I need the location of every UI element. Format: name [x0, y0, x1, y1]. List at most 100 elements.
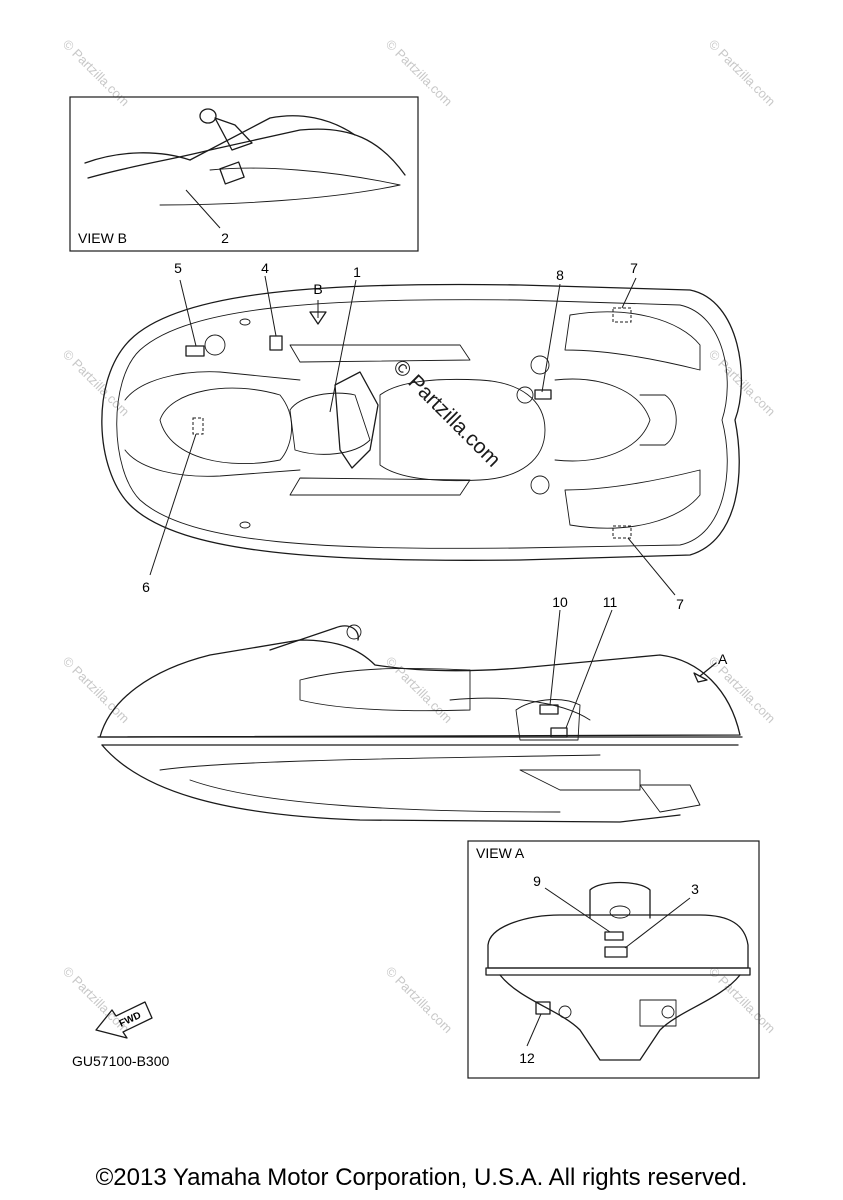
view-b-label: VIEW B — [78, 230, 127, 246]
callout-leader — [179, 279, 197, 347]
copyright-notice: ©2013 Yamaha Motor Corporation, U.S.A. A… — [95, 1164, 748, 1191]
platform-top — [564, 311, 701, 371]
label-3-patch — [604, 946, 628, 958]
fwd-arrow-shape — [95, 1001, 153, 1039]
watermark-text: © Partzilla.com — [706, 37, 779, 110]
callout-6: 6 — [142, 579, 150, 595]
label-11-patch — [550, 727, 568, 738]
callout-11: 11 — [603, 594, 618, 610]
jet-pump — [639, 784, 701, 813]
seat-latch — [609, 905, 631, 919]
handlebar-end — [199, 108, 217, 124]
footwell-top — [289, 344, 471, 363]
drain-plug — [558, 1005, 572, 1019]
watermark-text: © Partzilla.com — [60, 654, 133, 727]
drain-plug — [661, 1005, 675, 1019]
callout-leader — [565, 609, 613, 729]
callout-leader — [544, 887, 611, 933]
hull-line — [189, 115, 356, 161]
vent — [239, 318, 251, 326]
callout-leader — [549, 609, 561, 706]
diagram-code: GU57100-B300 — [72, 1053, 170, 1069]
seat-edge — [449, 697, 591, 721]
stern-rail — [485, 967, 751, 976]
callout-3: 3 — [691, 881, 699, 897]
callout-leader — [621, 277, 637, 309]
view-b-frame — [69, 96, 419, 252]
hull-strake — [189, 779, 561, 813]
seat-back — [589, 881, 651, 919]
view-a-arrow-label: A — [718, 651, 728, 667]
label-10-patch — [539, 704, 559, 715]
watermark-text: © Partzilla.com — [706, 347, 779, 420]
label-8-patch — [534, 389, 552, 400]
vent — [239, 521, 251, 529]
hull-bottom — [101, 744, 681, 823]
handlebar-side — [269, 625, 359, 651]
view-a-frame — [467, 840, 760, 1079]
label-4-patch — [269, 335, 283, 351]
label-5-patch — [185, 345, 205, 357]
steering — [334, 371, 379, 469]
callout-10: 10 — [552, 594, 568, 610]
label-2-patch — [219, 161, 245, 185]
view-b-arrow-head — [309, 311, 327, 325]
deck-silhouette — [99, 639, 741, 738]
label-9-patch — [604, 931, 624, 941]
footwell-bottom — [289, 477, 471, 496]
center-watermark: © Partzilla.com — [388, 355, 504, 471]
callout-7-bottom: 7 — [676, 596, 684, 612]
label-12-patch — [535, 1001, 551, 1015]
cleat — [530, 355, 550, 375]
seat-side — [299, 667, 471, 712]
callout-8: 8 — [556, 267, 564, 283]
platform-bottom — [564, 469, 701, 529]
callout-1: 1 — [353, 264, 361, 280]
rear-deck — [554, 378, 651, 462]
deck-line — [124, 371, 301, 401]
watermark-text: © Partzilla.com — [383, 964, 456, 1037]
hull-line — [87, 128, 406, 179]
cleat — [530, 475, 550, 495]
top-view: B 1 4 5 8 7 6 7 © Partzilla.com — [101, 260, 743, 612]
callout-leader — [264, 275, 277, 337]
callout-leader — [624, 897, 691, 949]
callout-9: 9 — [533, 873, 541, 889]
callout-leader — [541, 283, 561, 393]
bow-hatch — [159, 387, 292, 465]
view-a-arrow-head — [693, 672, 708, 683]
handlebar-pod — [289, 392, 371, 455]
label-7-patch-top — [612, 307, 632, 323]
fuel-cap — [204, 334, 226, 356]
view-a-inset: VIEW A 9 3 12 — [467, 840, 760, 1079]
callout-leader — [185, 189, 221, 229]
callout-leader — [526, 1013, 542, 1047]
intake-grate — [519, 769, 641, 791]
deck-outline — [116, 299, 728, 549]
tow-hook — [639, 394, 677, 446]
callout-12: 12 — [519, 1050, 535, 1066]
view-b-arrow-label: B — [313, 281, 322, 297]
watermark-layer: © Partzilla.com © Partzilla.com © Partzi… — [60, 37, 779, 1037]
watermark-text: © Partzilla.com — [383, 654, 456, 727]
view-a-arrow-stem — [699, 662, 717, 677]
tow-eye — [639, 999, 677, 1027]
hull-line — [209, 167, 401, 186]
callout-2: 2 — [221, 230, 229, 246]
hull-line — [159, 184, 401, 206]
label-plate — [515, 699, 581, 741]
stern-deck — [487, 914, 749, 969]
watermark-text: © Partzilla.com — [60, 37, 133, 110]
watermark-text: © Partzilla.com — [383, 37, 456, 110]
hull-strake — [159, 754, 601, 771]
callout-5: 5 — [174, 260, 182, 276]
callout-leader — [329, 279, 357, 413]
callout-leader — [627, 537, 676, 596]
deck-line — [124, 449, 301, 477]
callout-7-top: 7 — [630, 260, 638, 276]
callout-4: 4 — [261, 260, 269, 276]
callout-leader — [149, 433, 197, 576]
side-view: A 10 11 — [97, 594, 743, 823]
view-a-label: VIEW A — [476, 845, 525, 861]
